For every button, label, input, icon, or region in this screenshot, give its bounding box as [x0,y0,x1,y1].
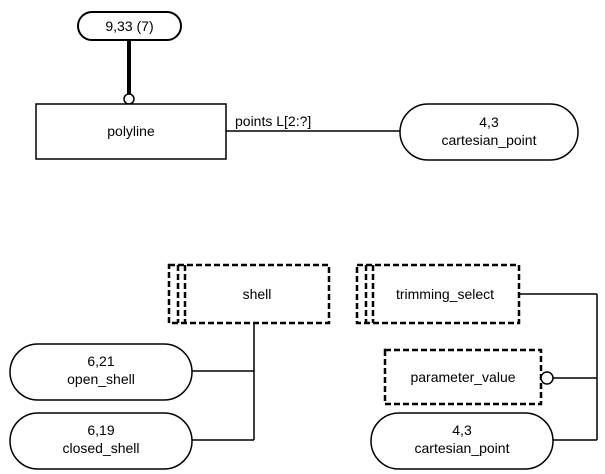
parameter-value-circle [540,371,554,385]
cartesian-point-bottom-entity: 4,3 cartesian_point [370,412,554,470]
parameter-value-type: parameter_value [383,348,543,406]
supertype-circle [123,93,135,105]
polyline-entity: polyline [35,103,227,160]
parameter-value-label: parameter_value [410,369,515,385]
shell-connector-lines [192,323,255,441]
cartesian-point-bottom-name: cartesian_point [415,440,510,456]
page-reference-label: 9,33 (7) [105,18,153,34]
cartesian-point-top-entity: 4,3 cartesian_point [399,103,579,161]
cartesian-point-bottom-ref: 4,3 [452,422,472,438]
polyline-label: polyline [107,123,155,139]
points-relationship-label: points L[2:?] [235,113,311,129]
shell-select-type: shell [167,263,331,325]
trimming-select-type: trimming_select [355,263,521,325]
shell-label: shell [243,286,272,302]
trimming-select-label: trimming_select [396,286,494,302]
trimming-select-connector-lines [519,293,598,441]
open-shell-ref: 6,21 [87,353,114,369]
page-reference: 9,33 (7) [77,11,182,41]
open-shell-entity: 6,21 open_shell [9,343,193,401]
cartesian-point-top-ref: 4,3 [479,114,499,130]
cartesian-point-top-name: cartesian_point [442,132,537,148]
closed-shell-ref: 6,19 [87,422,114,438]
closed-shell-entity: 6,19 closed_shell [9,412,193,470]
closed-shell-name: closed_shell [62,440,139,456]
open-shell-name: open_shell [67,371,135,387]
